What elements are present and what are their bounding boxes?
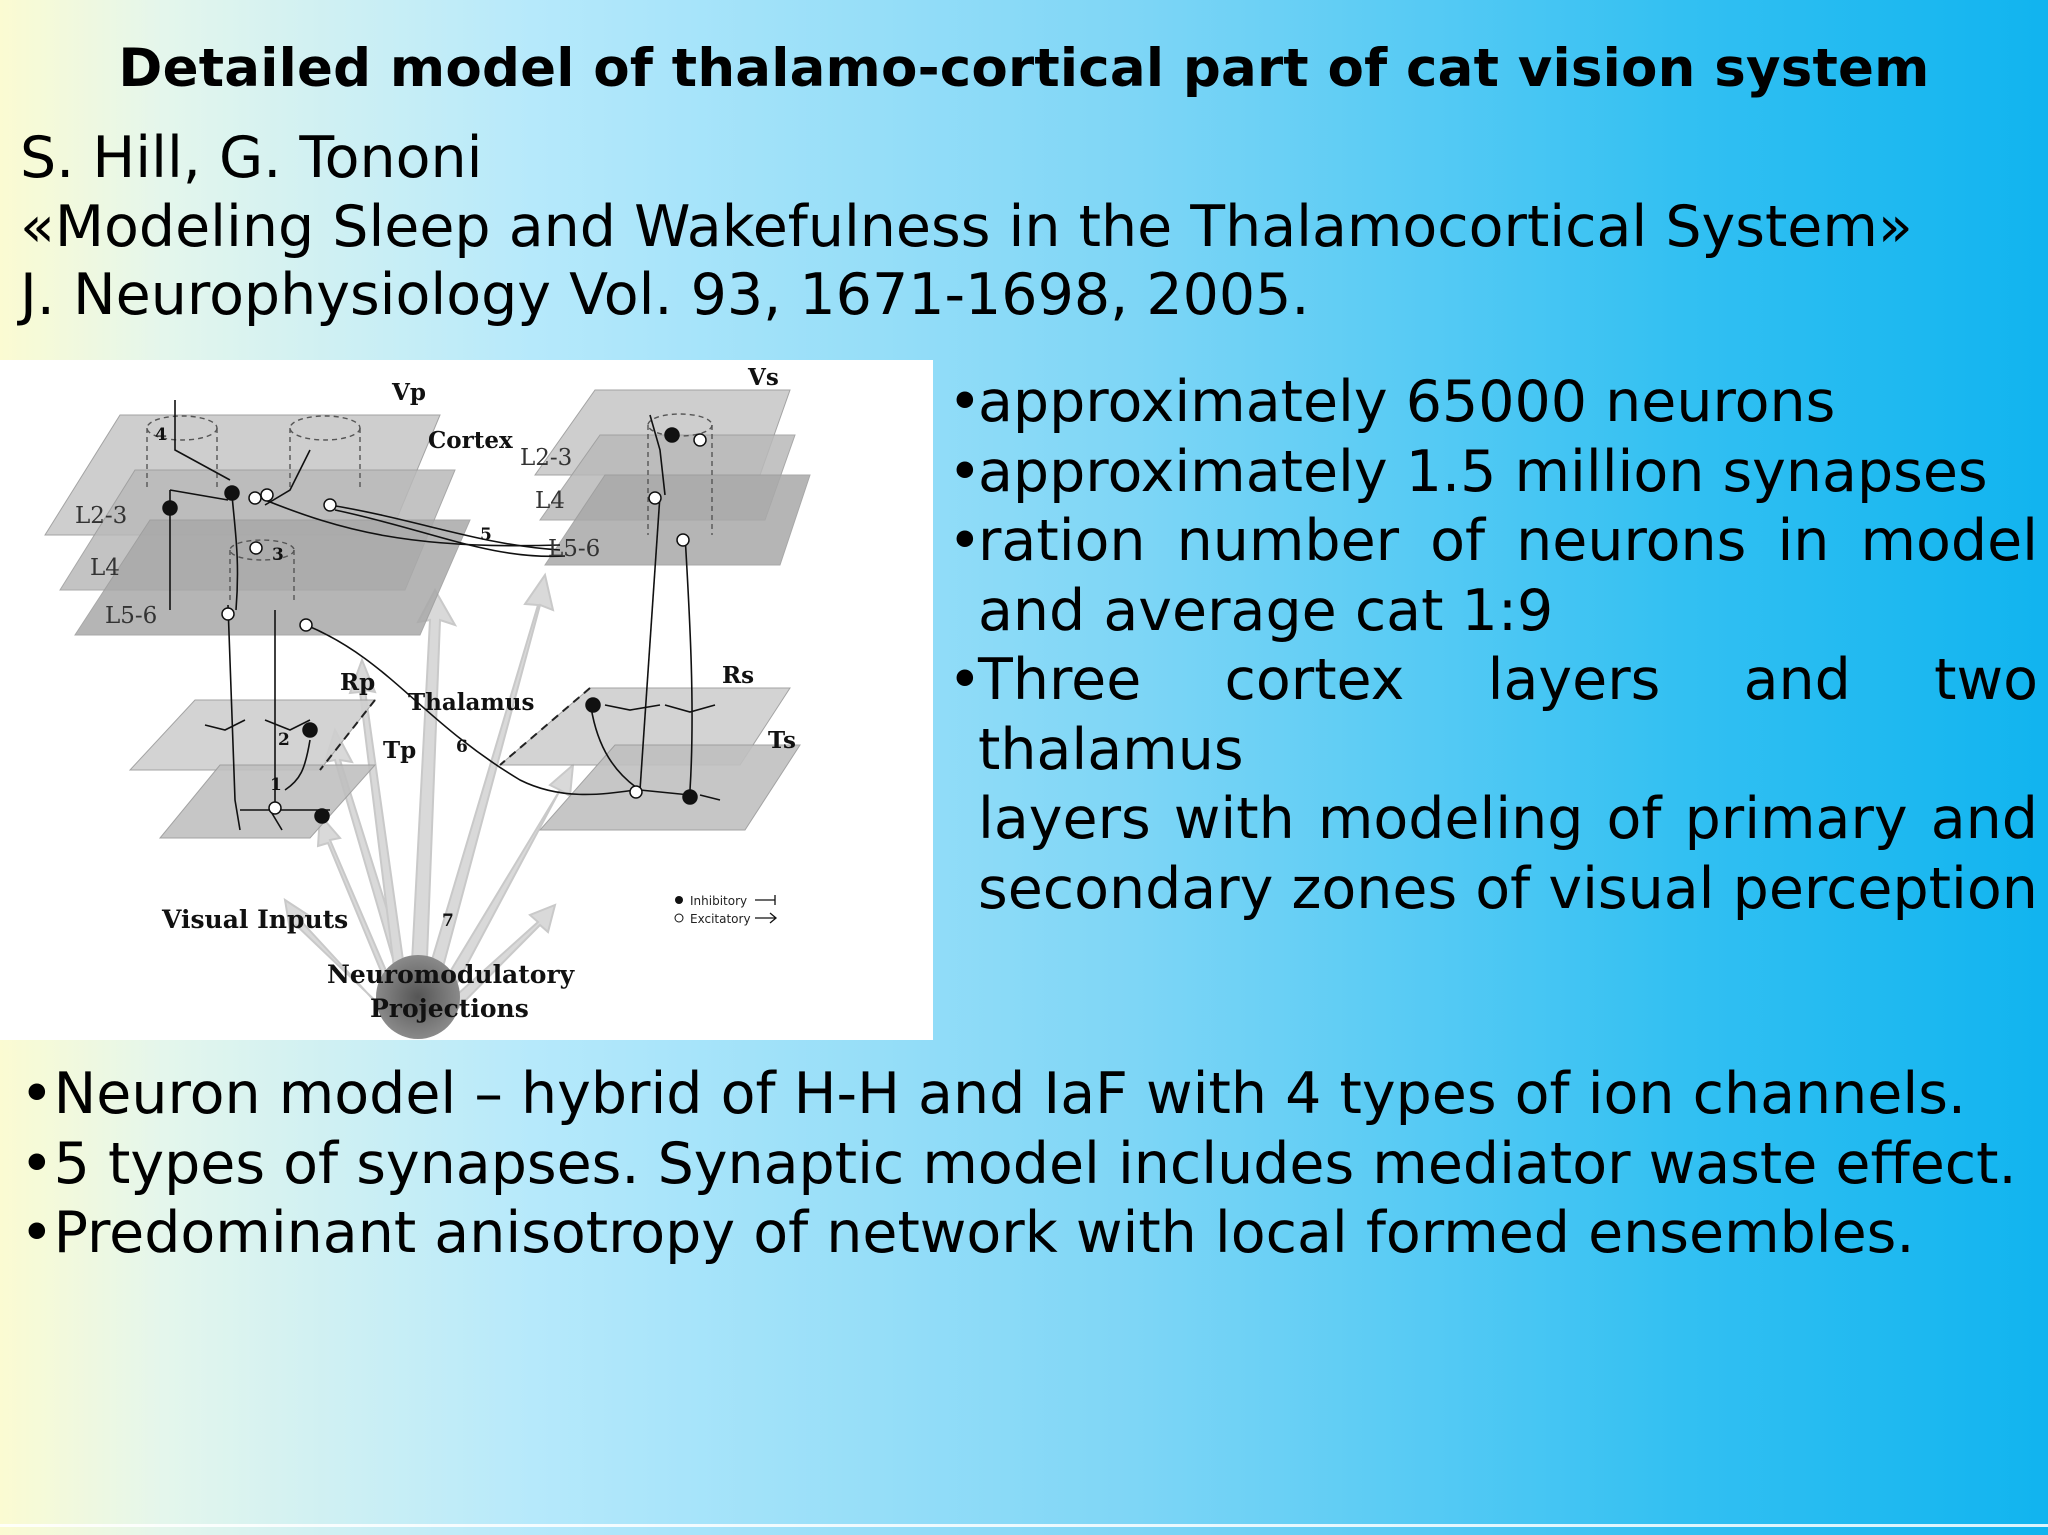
legend-excitatory-marker — [674, 913, 684, 923]
bullet-marker: • — [948, 438, 982, 505]
legend-excitatory: Excitatory — [690, 912, 751, 926]
label-cortex: Cortex — [428, 427, 513, 454]
legend-inhibitory: Inhibitory — [690, 894, 747, 908]
bullet-marker: • — [948, 508, 982, 574]
left-cortex-planes — [44, 414, 471, 636]
bullet-text: approximately 1.5 million synapses — [978, 438, 1988, 505]
bullet-text: approximately 65000 neurons — [978, 369, 1836, 435]
figure-legend: Inhibitory Excitatory — [674, 894, 778, 926]
label-projections: Projections — [370, 994, 529, 1023]
bullet-ratio: • ration number of neurons in model and … — [948, 507, 2038, 646]
label-ts: Ts — [768, 727, 796, 754]
reference-block: S. Hill, G. Tononi «Modeling Sleep and W… — [20, 124, 1913, 330]
bullet-synapse-count: • approximately 1.5 million synapses — [948, 438, 2038, 508]
label-n7: 7 — [442, 911, 454, 931]
neuromodulatory-source — [376, 955, 460, 1039]
bullet-anisotropy: •Predominant anisotropy of network with … — [20, 1200, 1915, 1266]
bullet-text: ration number of neurons in model — [978, 508, 2038, 574]
bottom-bullet-list: •Neuron model – hybrid of H-H and IaF wi… — [20, 1060, 2017, 1269]
label-l4-right: L4 — [535, 488, 565, 514]
label-l4-left: L4 — [90, 555, 120, 581]
bullet-synapse-types: •5 types of synapses. Synaptic model inc… — [20, 1130, 2017, 1197]
column-cylinders — [146, 413, 713, 600]
label-tp: Tp — [383, 737, 416, 764]
neural-connections — [169, 400, 721, 831]
bullet-neuron-count: • approximately 65000 neurons — [948, 368, 2038, 438]
thalamus-planes — [128, 687, 801, 839]
label-rp: Rp — [340, 669, 375, 696]
bullet-marker: • — [948, 647, 982, 713]
slide-title: Detailed model of thalamo-cortical part … — [118, 38, 1930, 99]
bottom-divider — [0, 1524, 2048, 1527]
label-n6: 6 — [456, 737, 468, 757]
label-visual-inputs: Visual Inputs — [161, 905, 348, 934]
label-vp: Vp — [391, 379, 426, 406]
label-l56-left: L5-6 — [105, 603, 157, 629]
label-vs: Vs — [747, 364, 779, 391]
reference-journal: J. Neurophysiology Vol. 93, 1671-1698, 2… — [20, 262, 1310, 328]
neuron-bodies — [162, 427, 707, 824]
reference-authors: S. Hill, G. Tononi — [20, 125, 483, 191]
thalamocortical-model-figure: Vp Vs Cortex L2-3 L4 L5-6 L2-3 L4 L5-6 R… — [0, 360, 933, 1040]
label-l23-left: L2-3 — [75, 503, 127, 529]
bullet-marker: • — [948, 369, 982, 435]
label-n2: 2 — [278, 730, 290, 750]
label-n3: 3 — [272, 545, 284, 565]
label-n1: 1 — [270, 775, 282, 795]
legend-inhibitory-marker — [675, 896, 683, 904]
label-thalamus: Thalamus — [408, 689, 534, 716]
label-rs: Rs — [722, 662, 754, 689]
right-bullet-list: • approximately 65000 neurons • approxim… — [948, 368, 2038, 924]
bullet-neuron-model: •Neuron model – hybrid of H-H and IaF wi… — [20, 1061, 1967, 1127]
label-neuromodulatory: Neuromodulatory — [327, 960, 576, 989]
reference-paper-title: «Modeling Sleep and Wakefulness in the T… — [20, 193, 1913, 260]
bullet-text: secondary zones of visual perception — [978, 855, 2038, 922]
bullet-text: layers with modeling of primary and — [978, 786, 2038, 852]
label-n5: 5 — [480, 525, 492, 545]
label-n4: 4 — [155, 425, 167, 445]
bullet-text: Three cortex layers and two thalamus — [978, 647, 2038, 783]
bullet-text: and average cat 1:9 — [978, 577, 1554, 644]
label-l23-right: L2-3 — [520, 445, 572, 471]
label-l56-right: L5-6 — [548, 536, 600, 562]
right-cortex-planes — [534, 389, 811, 566]
bullet-layers: • Three cortex layers and two thalamus l… — [948, 646, 2038, 924]
